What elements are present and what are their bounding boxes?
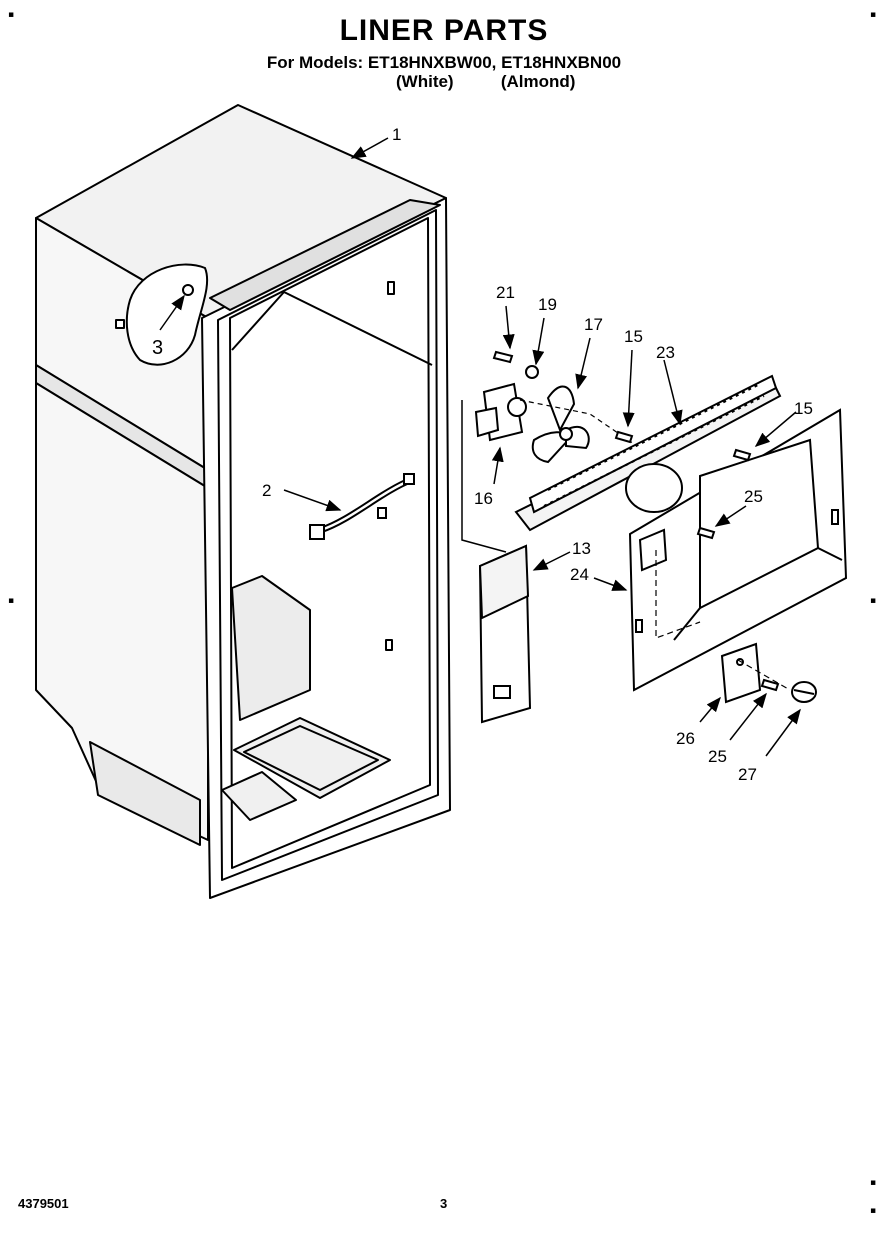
document-number: 4379501 — [18, 1196, 69, 1211]
callout-15-top: 15 — [624, 327, 643, 346]
part-27-knob — [791, 681, 817, 703]
part-25-screw-b — [760, 678, 780, 692]
part-19-washer — [525, 365, 539, 379]
callout-16: 16 — [474, 489, 493, 508]
corner-mark-top-left: ▪ — [8, 10, 15, 20]
part-25-screw-a — [696, 526, 716, 540]
callout-26: 26 — [676, 729, 695, 748]
page-number: 3 — [440, 1196, 448, 1211]
part-23-grille — [514, 374, 782, 532]
corner-mark-mid-left: ▪ — [8, 596, 15, 606]
part-17-fan-blade — [531, 385, 590, 464]
callout-2: 2 — [262, 481, 271, 500]
callout-21: 21 — [496, 283, 515, 302]
callout-arrows — [159, 137, 801, 757]
part-3-cutaway — [125, 263, 209, 366]
liner-cabinet — [35, 104, 451, 899]
part-26-27-dashed-line — [737, 659, 791, 691]
corner-mark-bottom-right: ▪ — [870, 1206, 877, 1216]
callout-19: 19 — [538, 295, 557, 314]
callout-3: 3 — [152, 337, 163, 359]
callout-13: 13 — [572, 539, 591, 558]
corner-mark-top-right: ▪ — [870, 10, 877, 20]
part-26-plate — [720, 642, 762, 704]
part-13-cover-panel — [478, 544, 532, 724]
variant-almond: (Almond) — [500, 72, 576, 91]
corner-mark-lower-right: ▪ — [870, 1178, 877, 1188]
models-line: For Models: ET18HNXBW00, ET18HNXBN00 — [266, 53, 622, 72]
variant-labels: (White) (Almond) — [396, 72, 575, 92]
part-15-screw-a — [614, 430, 634, 444]
callout-23: 23 — [656, 343, 675, 362]
part-15-screw-b — [732, 448, 752, 462]
page-title: LINER PARTS — [339, 14, 549, 47]
part-16-fan-motor — [474, 382, 527, 442]
callout-25-lower: 25 — [708, 747, 727, 766]
part-24-evaporator-cover — [628, 408, 848, 692]
callout-25-upper: 25 — [744, 487, 763, 506]
callout-labels: 1 3 2 21 19 17 15 23 15 16 25 13 24 26 2… — [152, 125, 813, 784]
callout-24: 24 — [570, 565, 589, 584]
callout-15-right: 15 — [794, 399, 813, 418]
corner-mark-mid-right: ▪ — [870, 596, 877, 606]
variant-white: (White) — [396, 72, 454, 91]
part-2-wire-harness — [309, 473, 415, 540]
callout-1: 1 — [392, 125, 401, 144]
callout-17: 17 — [584, 315, 603, 334]
part-21-screw — [492, 350, 514, 364]
part-13-leader — [461, 400, 507, 553]
callout-27: 27 — [738, 765, 757, 784]
